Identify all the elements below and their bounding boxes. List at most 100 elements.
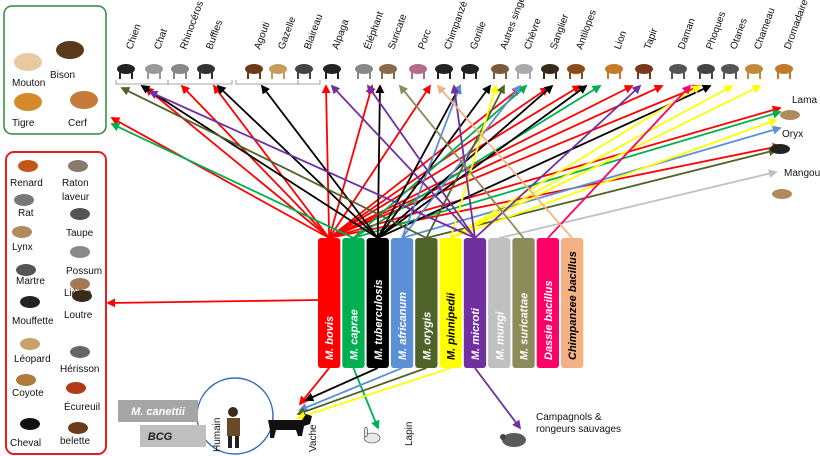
transmission-arrow	[296, 367, 427, 416]
strain-label: M. microti	[470, 307, 482, 360]
top-animal-bracket	[115, 80, 169, 85]
strain-bar	[415, 238, 438, 368]
human-figure	[227, 407, 240, 448]
transmission-arrow	[375, 84, 385, 239]
transmission-arrow	[352, 367, 380, 430]
transmission-arrow	[377, 84, 492, 239]
left-animal-icon	[68, 160, 88, 172]
transmission-arrow	[321, 84, 331, 239]
top-animal-icon	[635, 64, 653, 74]
arrow-layer	[106, 84, 782, 430]
topleft-animal-icon	[14, 93, 42, 111]
top-animal-icon	[775, 64, 793, 74]
strain-bar	[366, 238, 389, 368]
transmission-arrow	[328, 85, 582, 239]
transmission-arrow	[328, 105, 782, 239]
right-animal-label: Mangouste	[784, 168, 820, 179]
strain-label: M. tuberculosis	[373, 279, 385, 360]
left-animal-icon	[18, 160, 38, 172]
top-animal-leg	[607, 72, 609, 79]
top-animal-icon	[295, 64, 313, 74]
transmission-arrow	[298, 367, 403, 412]
top-animal-icon	[515, 64, 533, 74]
top-animal-icon	[721, 64, 739, 74]
top-animal-label: Lion	[612, 29, 629, 51]
top-animal-leg	[259, 72, 261, 79]
bcg-label: BCG	[148, 431, 173, 443]
top-animal-leg	[393, 72, 395, 79]
transmission-arrow	[401, 84, 462, 239]
top-animal-leg	[555, 72, 557, 79]
topleft-animal-icon	[14, 53, 42, 71]
top-animal-icon	[355, 64, 373, 74]
strain-label: M. orygis	[421, 312, 433, 360]
top-animal-icon	[409, 64, 427, 74]
strain-label: Chimpanzee bacillus	[567, 251, 579, 360]
top-animal-label: Otaries	[728, 17, 749, 51]
rabbit-label: Lapin	[404, 422, 415, 446]
left-animal-icon	[20, 418, 40, 430]
left-animal-icon	[72, 290, 92, 302]
top-animal-icon	[491, 64, 509, 74]
strain-bar	[536, 238, 559, 368]
top-animal-leg	[493, 72, 495, 79]
transmission-arrow	[180, 84, 330, 239]
top-animal-label: Rhinocéros	[178, 0, 206, 51]
transmission-arrow	[366, 84, 476, 239]
cow-label: Vache	[308, 424, 319, 452]
top-animal-leg	[649, 72, 651, 79]
transmission-arrow	[398, 84, 525, 239]
top-animal-leg	[759, 72, 761, 79]
top-animal-icon	[541, 64, 559, 74]
top-animal-leg	[777, 72, 779, 79]
transmission-arrow	[450, 84, 476, 239]
left-animal-label: Hérisson	[60, 364, 99, 375]
top-animal-icon	[605, 64, 623, 74]
strain-bar	[488, 238, 511, 368]
left-animal-icon	[70, 208, 90, 220]
left-animal-label: Cheval	[10, 438, 41, 449]
top-animal-label: Suricate	[386, 12, 409, 51]
left-animal-icon	[70, 246, 90, 258]
top-animal-leg	[569, 72, 571, 79]
transmission-arrow	[436, 84, 573, 239]
top-animal-label: Porc	[416, 28, 433, 51]
left-animal-label: Loutre	[64, 310, 93, 321]
strain-bar	[463, 238, 487, 368]
top-animal-leg	[283, 72, 285, 79]
top-animal-icon	[117, 64, 135, 74]
right-animal-icon	[772, 189, 792, 199]
left-animal-icon	[16, 374, 36, 386]
left-animal-icon	[66, 382, 86, 394]
top-animal-leg	[309, 72, 311, 79]
top-animal-icon	[323, 64, 341, 74]
transmission-arrow	[148, 90, 476, 239]
left-animal-label: Renard	[10, 178, 43, 189]
top-animal-leg	[683, 72, 685, 79]
transmission-arrow	[401, 125, 782, 239]
top-animal-icon	[145, 64, 163, 74]
top-animal-label: Phoques	[704, 10, 728, 51]
top-animal-leg	[543, 72, 545, 79]
left-animal-label: belette	[60, 436, 90, 447]
top-animal-leg	[449, 72, 451, 79]
top-animal-leg	[423, 72, 425, 79]
top-animal-leg	[437, 72, 439, 79]
top-animal-icon	[269, 64, 287, 74]
top-animal-leg	[711, 72, 713, 79]
top-animal-leg	[325, 72, 327, 79]
strain-label: M. caprae	[348, 309, 360, 360]
left-animal-icon	[12, 226, 32, 238]
top-animal-label: Sanglier	[548, 12, 571, 51]
transmission-arrow	[260, 84, 379, 239]
top-animal-leg	[173, 72, 175, 79]
top-animal-leg	[369, 72, 371, 79]
transmission-arrow	[110, 117, 330, 239]
strain-label: M. pinnipedii	[446, 292, 458, 360]
strain-bar	[561, 238, 584, 368]
rabbit-icon	[363, 426, 381, 444]
transmission-arrow	[140, 85, 379, 239]
top-animal-label: Blaireau	[302, 13, 325, 51]
left-animal-label: Rat	[18, 208, 34, 219]
